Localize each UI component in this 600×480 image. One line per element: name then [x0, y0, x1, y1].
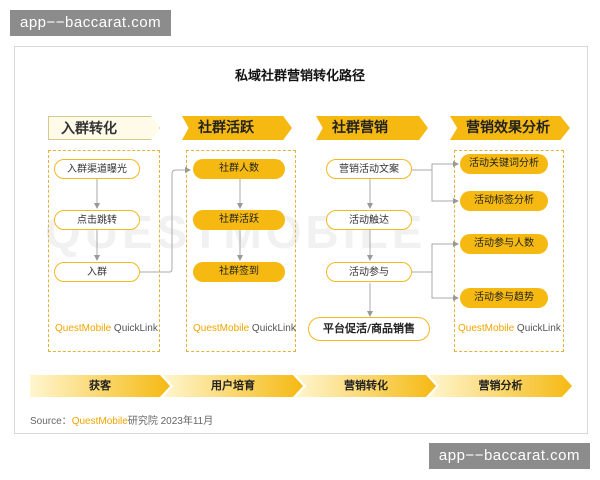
step-channel-exposure: 入群渠道曝光 [54, 159, 140, 179]
step-campaign-copy: 营销活动文案 [326, 159, 412, 179]
step-campaign-participation: 活动参与 [326, 262, 412, 282]
stage-header-analysis: 营销效果分析 [450, 116, 570, 140]
band-nurturing: 用户培育 [211, 379, 255, 392]
column-analysis [454, 150, 564, 352]
watermark-bottom: app−−baccarat.com [428, 443, 590, 469]
outcome-platform-sales: 平台促活/商品销售 [308, 317, 430, 341]
step-group-members: 社群人数 [193, 159, 285, 179]
stage-header-join: 入群转化 [48, 116, 160, 140]
analysis-trend: 活动参与趋势 [460, 288, 548, 308]
band-conversion: 营销转化 [344, 379, 388, 392]
band-acquisition: 获客 [89, 379, 111, 392]
brand-label-col2: QuestMobile QuickLink [193, 323, 296, 334]
step-campaign-reach: 活动触达 [326, 210, 412, 230]
column-active [186, 150, 296, 352]
column-join [48, 150, 160, 352]
watermark-top: app−−baccarat.com [10, 10, 172, 36]
stage-header-active: 社群活跃 [182, 116, 292, 140]
band-analysis: 营销分析 [478, 379, 523, 392]
step-group-activity: 社群活跃 [193, 210, 285, 230]
step-group-checkin: 社群签到 [193, 262, 285, 282]
brand-label-col4: QuestMobile QuickLink [458, 323, 561, 334]
analysis-participants: 活动参与人数 [460, 234, 548, 254]
step-join-group: 入群 [54, 262, 140, 282]
diagram-title: 私域社群营销转化路径 [234, 69, 365, 84]
analysis-tags: 活动标签分析 [460, 191, 548, 211]
stage-header-marketing: 社群营销 [316, 116, 428, 140]
brand-label-col1: QuestMobile QuickLink [55, 323, 158, 334]
step-click-jump: 点击跳转 [54, 210, 140, 230]
analysis-keywords: 活动关键词分析 [460, 154, 548, 174]
source-note: Source：QuestMobile研究院 2023年11月 [30, 416, 214, 427]
